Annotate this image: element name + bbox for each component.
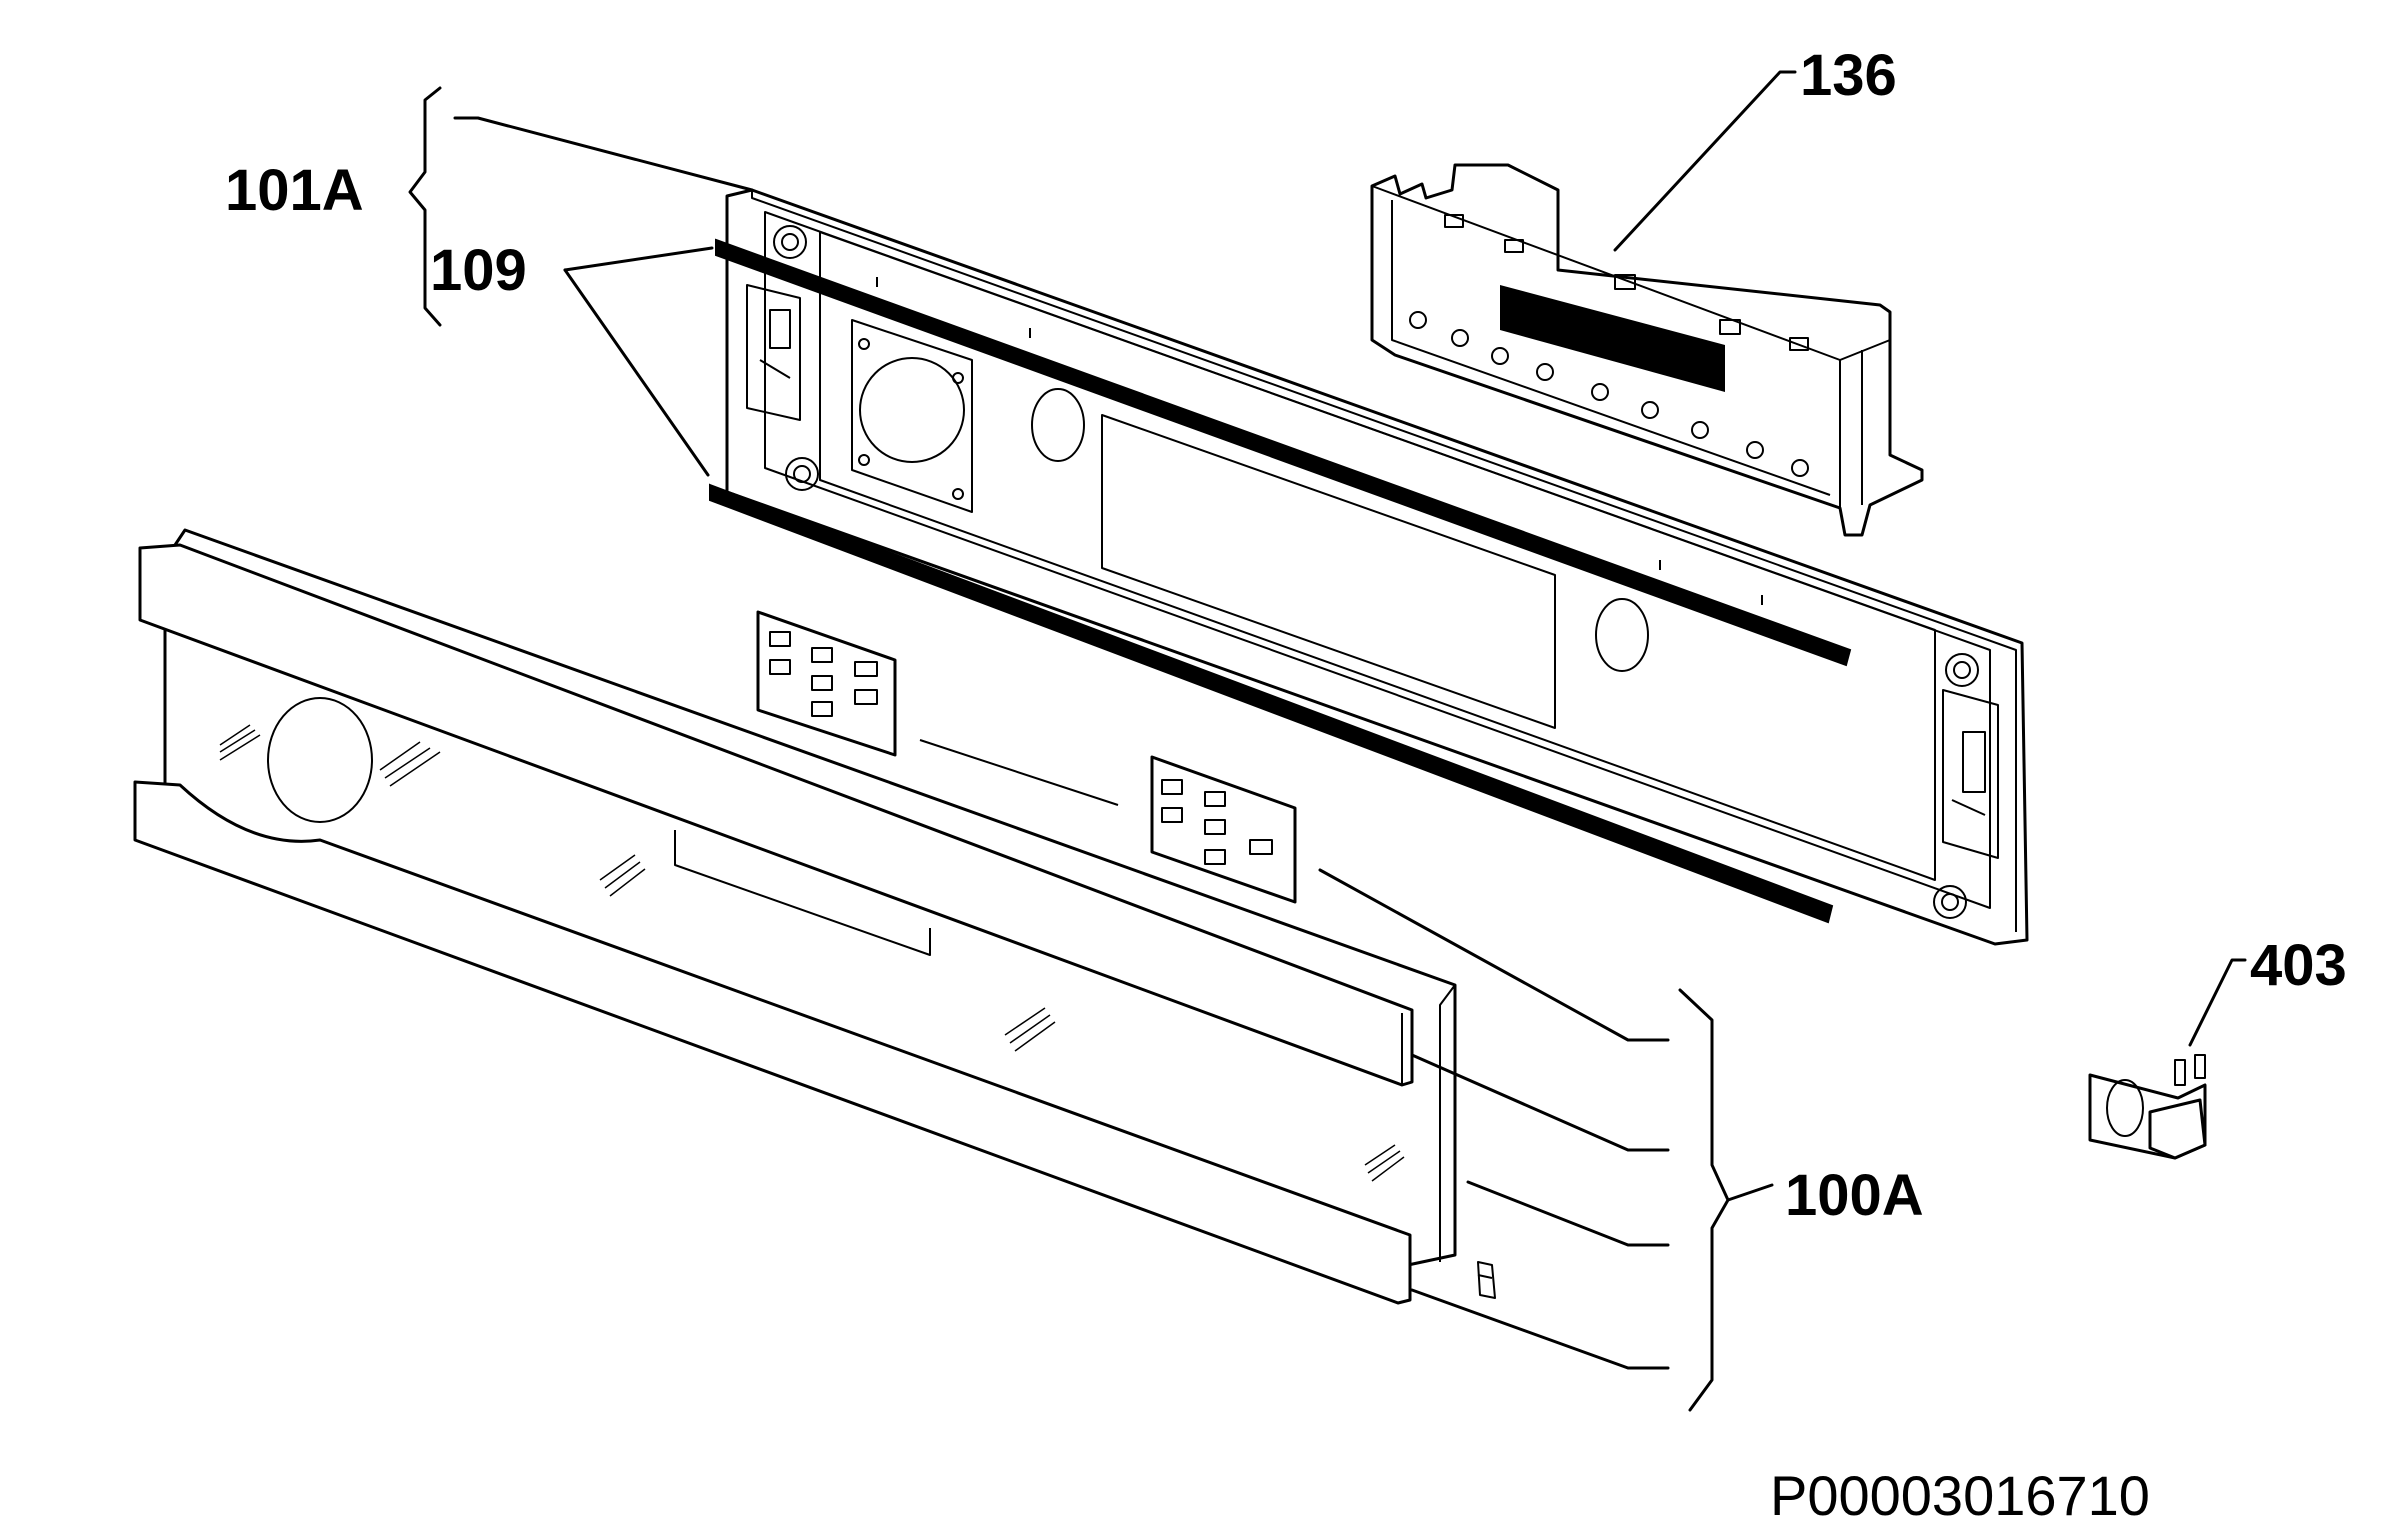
leader-lines bbox=[408, 70, 2247, 1412]
electronic-control-board bbox=[1370, 163, 1924, 537]
keypad-right bbox=[1150, 755, 1297, 904]
lower-seal-strip bbox=[709, 483, 1834, 924]
board-display-block bbox=[1500, 285, 1725, 392]
upper-seal-strip bbox=[715, 238, 1852, 667]
callout-403: 403 bbox=[2250, 933, 2347, 998]
keypad-left bbox=[756, 610, 897, 757]
control-panel-frame bbox=[709, 188, 2029, 946]
front-glass-panel bbox=[133, 528, 1496, 1305]
callout-100A: 100A bbox=[1785, 1163, 1924, 1228]
callout-101A: 101A bbox=[225, 158, 364, 223]
door-switch bbox=[2088, 1054, 2207, 1160]
callout-109: 109 bbox=[430, 238, 527, 303]
callout-136: 136 bbox=[1800, 43, 1897, 108]
document-number: P00003016710 bbox=[1770, 1464, 2150, 1527]
